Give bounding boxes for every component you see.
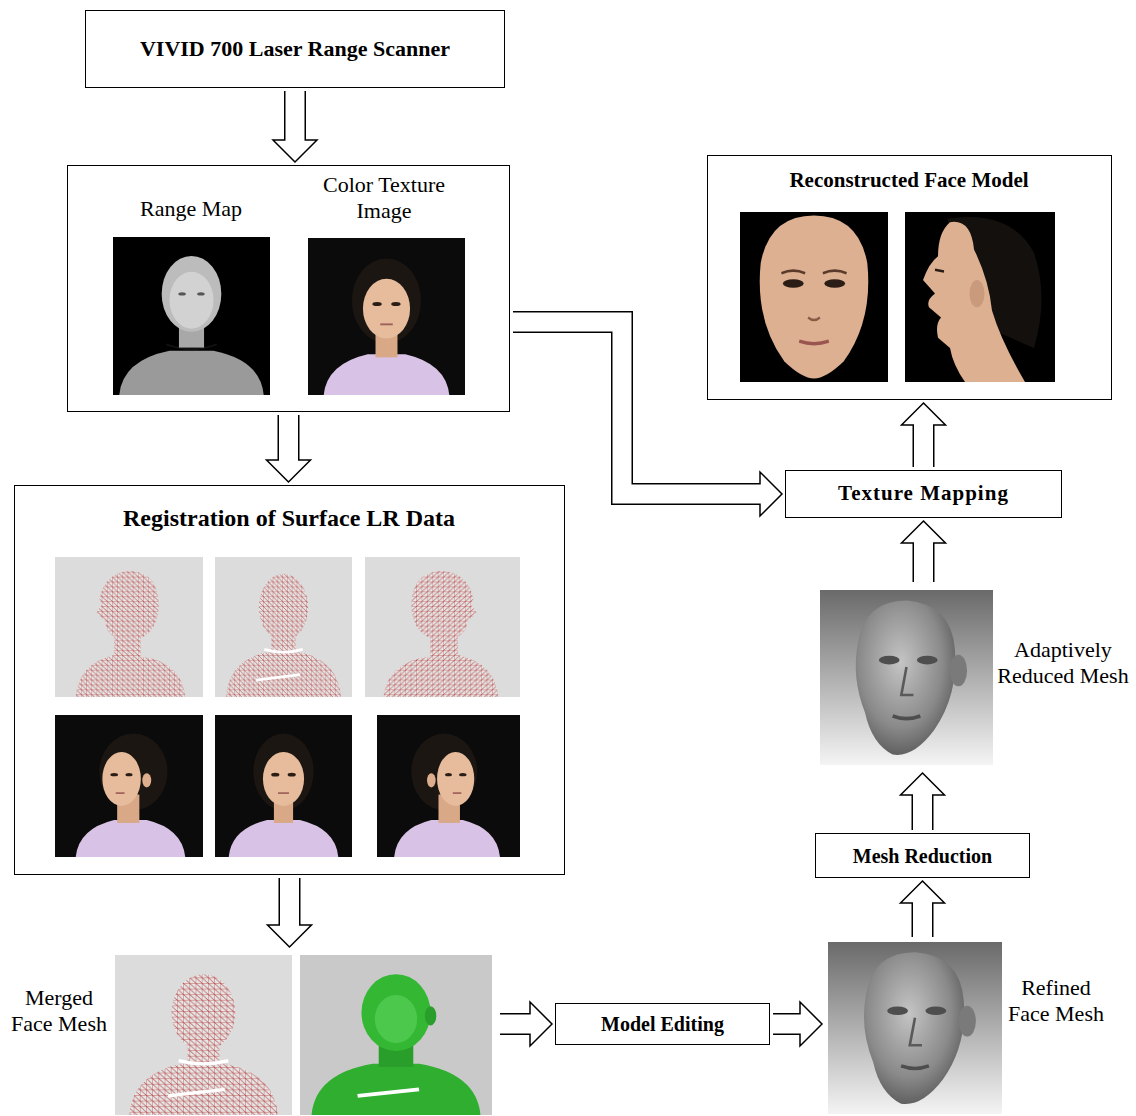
arrow-head xyxy=(800,1002,822,1046)
block-arrow xyxy=(500,1002,552,1046)
arrow-fill xyxy=(500,1015,532,1034)
box-label: Texture Mapping xyxy=(838,481,1009,506)
panel-label: Adaptively Reduced Mesh xyxy=(995,637,1131,690)
scan-photo-front xyxy=(215,715,352,857)
arrow-head xyxy=(901,773,945,795)
block-arrow xyxy=(267,415,311,482)
arrow-fill xyxy=(513,322,762,494)
block-arrow xyxy=(273,91,317,162)
arrow-head xyxy=(268,925,312,947)
refined-mesh-render xyxy=(828,942,1002,1114)
image-panel: Adaptively Reduced Mesh xyxy=(818,585,1132,770)
image-panel: Refined Face Mesh xyxy=(825,940,1112,1116)
arrow-head xyxy=(902,403,946,425)
panel-label: Range Map xyxy=(111,196,271,222)
block-arrow xyxy=(902,403,946,467)
process-box: VIVID 700 Laser Range Scanner xyxy=(85,10,505,88)
box-label: VIVID 700 Laser Range Scanner xyxy=(140,36,450,62)
block-arrow xyxy=(901,773,945,830)
face-model-side xyxy=(905,212,1055,382)
scan-mesh-left xyxy=(55,557,203,697)
scan-photo-right xyxy=(377,715,520,857)
image-panel: Merged Face Mesh xyxy=(10,950,497,1116)
image-panel: Range Map Color Texture Image xyxy=(67,165,510,412)
block-arrow xyxy=(268,878,312,947)
block-arrow xyxy=(773,1002,822,1046)
merged-wire-mesh xyxy=(115,955,292,1115)
reduced-mesh-render xyxy=(820,590,993,765)
arrow-head xyxy=(273,140,317,162)
arrow-fill xyxy=(914,541,933,582)
scan-mesh-front xyxy=(215,557,352,697)
process-box: Model Editing xyxy=(555,1003,770,1045)
panel-label: Merged Face Mesh xyxy=(10,985,108,1038)
arrow-head xyxy=(267,460,311,482)
arrow-fill xyxy=(280,878,299,927)
block-arrow xyxy=(901,881,945,937)
face-model-front xyxy=(740,212,888,382)
arrow-head xyxy=(902,521,946,543)
panel-label: Registration of Surface LR Data xyxy=(15,504,563,533)
arrow-fill xyxy=(286,91,305,142)
panel-label: Color Texture Image xyxy=(304,172,464,225)
block-arrow xyxy=(902,521,946,582)
arrow-fill xyxy=(773,1015,802,1034)
range-map-image xyxy=(113,237,270,395)
arrow-fill xyxy=(914,423,933,467)
image-panel: Registration of Surface LR Data xyxy=(14,485,565,875)
arrow-head xyxy=(530,1002,552,1046)
process-box: Mesh Reduction xyxy=(815,833,1030,878)
arrow-head xyxy=(760,472,782,516)
arrow-fill xyxy=(279,415,298,462)
image-panel: Reconstructed Face Model xyxy=(707,155,1112,400)
process-box: Texture Mapping xyxy=(785,470,1062,518)
arrow-outline xyxy=(513,322,760,494)
arrow-fill xyxy=(913,793,932,830)
box-label: Model Editing xyxy=(601,1012,724,1036)
texture-photo xyxy=(308,238,465,395)
scan-photo-left xyxy=(55,715,203,857)
panel-label: Refined Face Mesh xyxy=(1003,975,1109,1028)
scan-mesh-right xyxy=(365,557,520,697)
arrow-fill xyxy=(913,901,932,937)
block-arrow xyxy=(513,322,782,516)
arrow-head xyxy=(901,881,945,903)
merged-shaded-mesh xyxy=(300,955,492,1115)
panel-label: Reconstructed Face Model xyxy=(708,168,1110,193)
box-label: Mesh Reduction xyxy=(853,844,992,868)
